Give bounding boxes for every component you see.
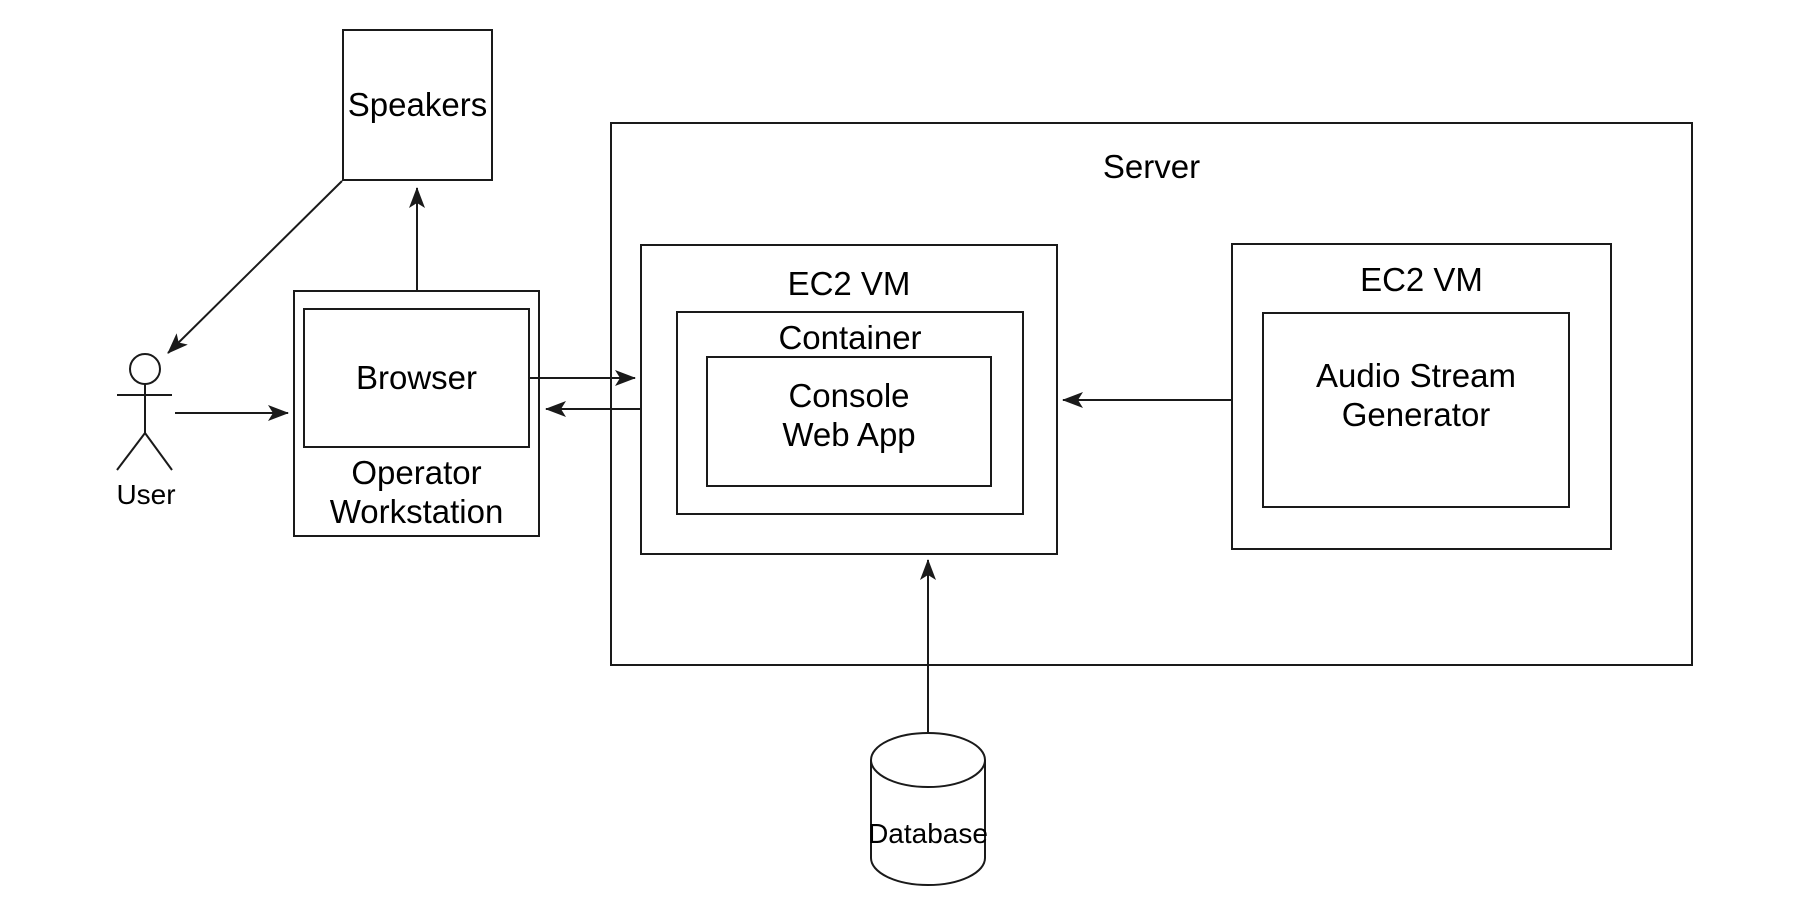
server-label: Server bbox=[1102, 148, 1201, 185]
database-cylinder-icon bbox=[870, 732, 986, 886]
container-node bbox=[676, 311, 1024, 515]
speakers-node bbox=[342, 29, 493, 181]
operator-workstation-label: Operator Workstation bbox=[329, 453, 504, 530]
user-label: User bbox=[116, 479, 176, 511]
audio-stream-generator-node bbox=[1262, 312, 1570, 508]
server-node bbox=[610, 122, 1693, 666]
database-label: Database bbox=[868, 818, 988, 850]
audio-stream-generator-label: Audio Stream Generator bbox=[1316, 357, 1516, 433]
console-web-app-label: Console Web App bbox=[782, 376, 916, 453]
console-web-app-node bbox=[706, 356, 992, 487]
ec2-vm-right-node bbox=[1231, 243, 1612, 550]
speakers-label: Speakers bbox=[347, 85, 488, 123]
container-label: Container bbox=[778, 319, 922, 356]
ec2-vm-left-node bbox=[640, 244, 1058, 555]
ec2-vm-left-label: EC2 VM bbox=[787, 265, 911, 302]
operator-workstation-node bbox=[293, 290, 540, 537]
user-stick-figure-icon bbox=[116, 353, 173, 471]
browser-node bbox=[303, 308, 530, 448]
ec2-vm-right-label: EC2 VM bbox=[1360, 261, 1483, 298]
browser-label: Browser bbox=[355, 358, 478, 396]
